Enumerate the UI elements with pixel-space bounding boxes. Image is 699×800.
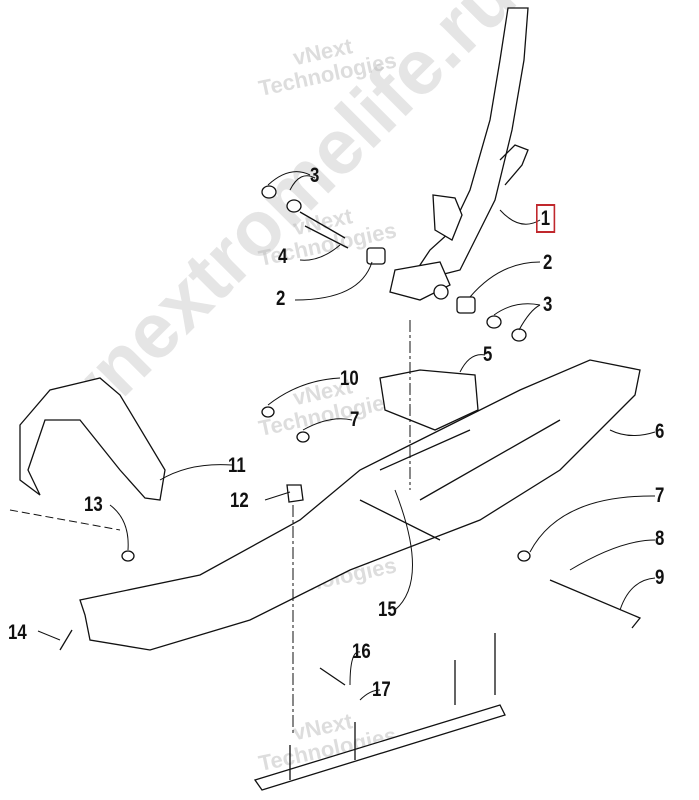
callout-1-highlighted[interactable]: 1: [536, 204, 555, 233]
nut[interactable]: [286, 484, 304, 503]
callout-4[interactable]: 4: [278, 245, 288, 268]
callout-17[interactable]: 17: [372, 678, 391, 701]
callout-3[interactable]: 3: [543, 293, 553, 316]
ski-handle[interactable]: [19, 377, 166, 501]
ski-body[interactable]: [79, 359, 641, 651]
callout-2[interactable]: 2: [276, 287, 286, 310]
wear-bar[interactable]: [253, 704, 506, 791]
bushing[interactable]: [366, 247, 386, 265]
bolt[interactable]: [549, 579, 642, 629]
callout-12[interactable]: 12: [230, 489, 249, 512]
bushing[interactable]: [456, 296, 476, 314]
washer[interactable]: [486, 315, 502, 329]
washer[interactable]: [261, 185, 277, 199]
callout-7[interactable]: 7: [350, 408, 360, 431]
callout-2[interactable]: 2: [543, 251, 553, 274]
callout-6[interactable]: 6: [655, 420, 665, 443]
callout-16[interactable]: 16: [352, 640, 371, 663]
screw[interactable]: [59, 629, 73, 651]
callout-5[interactable]: 5: [483, 343, 493, 366]
wear-pad[interactable]: [379, 369, 479, 431]
spindle-part[interactable]: [389, 7, 529, 301]
callout-14[interactable]: 14: [8, 621, 27, 644]
callout-10[interactable]: 10: [340, 367, 359, 390]
screw[interactable]: [319, 667, 346, 686]
callout-7[interactable]: 7: [655, 484, 665, 507]
pin[interactable]: [299, 211, 349, 249]
callout-9[interactable]: 9: [655, 566, 665, 589]
callout-11[interactable]: 11: [228, 454, 246, 477]
washer[interactable]: [286, 199, 302, 213]
callout-8[interactable]: 8: [655, 527, 665, 550]
callout-15[interactable]: 15: [378, 598, 397, 621]
callout-3[interactable]: 3: [310, 164, 320, 187]
callout-13[interactable]: 13: [84, 493, 103, 516]
washer[interactable]: [511, 328, 527, 342]
